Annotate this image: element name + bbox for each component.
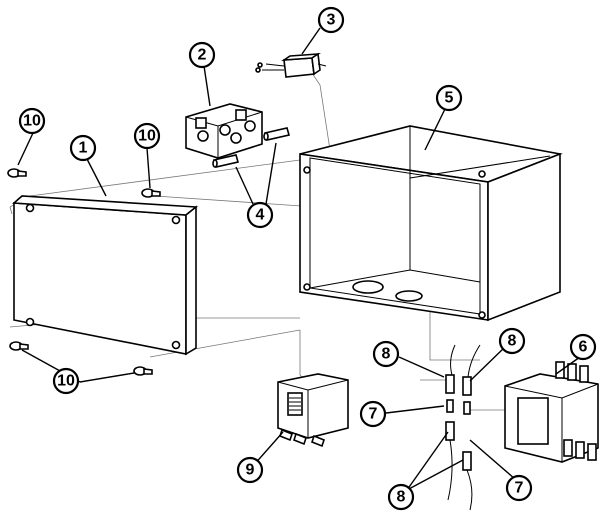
callout-1-label: 1 — [79, 140, 88, 157]
callout-9: 9 — [236, 456, 264, 484]
front-panel-part-1 — [12, 195, 199, 356]
callout-8-top-left: 8 — [372, 340, 400, 368]
terminal-screw-icon — [230, 132, 242, 144]
terminal-screw-icon — [244, 120, 256, 132]
callout-8-top-right-label: 8 — [508, 333, 517, 350]
screw-bottom-right — [133, 366, 153, 376]
callout-10-bottom-label: 10 — [57, 373, 75, 390]
callout-8-top-left-label: 8 — [382, 346, 391, 363]
knockout-hole-icon — [352, 280, 384, 294]
fuse-left — [212, 154, 240, 168]
callout-2: 2 — [188, 41, 216, 69]
callout-6: 6 — [569, 333, 597, 361]
transformer-part-6 — [504, 361, 599, 463]
callout-4-label: 4 — [256, 207, 265, 224]
terminal-screw-icon — [219, 124, 231, 136]
terminal-screw-icon — [197, 130, 209, 142]
callout-1: 1 — [69, 134, 97, 162]
knockout-hole-icon — [395, 290, 423, 302]
callout-5-label: 5 — [445, 90, 454, 107]
callout-8-bottom: 8 — [387, 483, 415, 511]
panel-hole-icon — [171, 215, 181, 225]
filter-part-3 — [255, 52, 327, 78]
callout-8-top-right: 8 — [498, 327, 526, 355]
module-part-9 — [277, 373, 349, 448]
callout-9-label: 9 — [246, 462, 255, 479]
wire-connector-right — [462, 344, 481, 511]
callout-10-bottom: 10 — [52, 367, 80, 395]
callout-8-bottom-label: 8 — [397, 489, 406, 506]
screw-top-right — [141, 188, 161, 198]
terminal-block-part-2 — [185, 103, 263, 159]
callout-7-right: 7 — [505, 474, 533, 502]
callout-10-top-right: 10 — [133, 122, 161, 150]
callout-3: 3 — [317, 6, 345, 34]
callout-7-left-label: 7 — [369, 406, 378, 423]
callout-3-label: 3 — [327, 12, 336, 29]
panel-hole-icon — [25, 203, 35, 213]
screw-bottom-left — [9, 341, 29, 351]
callout-10-top-left-label: 10 — [23, 113, 41, 130]
callout-2-label: 2 — [198, 47, 207, 64]
panel-hole-icon — [25, 317, 35, 327]
leader-lines — [17, 27, 581, 491]
fuse-right — [263, 127, 291, 141]
callout-7-left: 7 — [359, 400, 387, 428]
panel-hole-icon — [171, 340, 181, 350]
callout-10-top-left: 10 — [18, 107, 46, 135]
callout-5: 5 — [435, 84, 463, 112]
callout-4: 4 — [246, 201, 274, 229]
screw-top-left — [7, 168, 27, 178]
wire-connector-left — [445, 344, 456, 501]
callout-6-label: 6 — [579, 339, 588, 356]
callout-10-top-right-label: 10 — [138, 128, 156, 145]
enclosure-part-5 — [299, 125, 563, 322]
callout-7-right-label: 7 — [515, 480, 524, 497]
